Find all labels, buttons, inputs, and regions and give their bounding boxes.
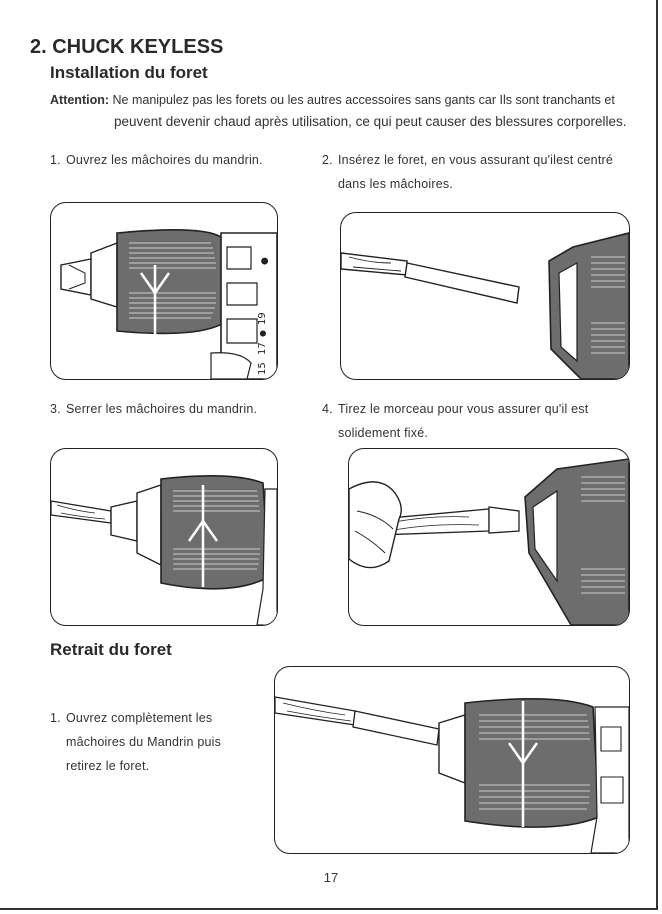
illustration-tighten-chuck (50, 448, 278, 626)
illustration-pull-bit (348, 448, 630, 626)
step-3: 3. Serrer les mâchoires du mandrin. (50, 397, 300, 421)
step-2-text-2: dans les mâchoires. (338, 177, 453, 191)
step-2-text-1: Insérez le foret, en vous assurant qu'il… (338, 153, 614, 167)
page-number: 17 (323, 870, 339, 885)
pull-bit-drawing (349, 458, 629, 625)
remove-bit-drawing (275, 696, 629, 853)
step-3-text: Serrer les mâchoires du mandrin. (66, 402, 258, 416)
removal-title: Retrait du foret (50, 640, 172, 659)
removal-step-text-2: mâchoires du Mandrin puis (66, 735, 222, 749)
step-2: 2. Insérez le foret, en vous assurant qu… (322, 148, 642, 196)
section-title: 2. CHUCK KEYLESS (30, 36, 224, 58)
step-4-text-2: solidement fixé. (338, 426, 429, 440)
step-1: 1. Ouvrez les mâchoires du mandrin. (50, 148, 300, 172)
removal-step-text-3: retirez le foret. (66, 759, 150, 773)
attention-line1: Ne manipulez pas les forets ou les autre… (112, 93, 615, 107)
attention-note: Attention: Ne manipulez pas les forets o… (50, 90, 640, 132)
tighten-chuck-drawing (51, 475, 277, 625)
step-4-text-1: Tirez le morceau pour vous assurer qu'il… (338, 402, 589, 416)
removal-step-1: 1. Ouvrez complètement les mâchoires du … (50, 706, 260, 778)
removal-step-text-1: Ouvrez complètement les (66, 711, 213, 725)
install-title: Installation du foret (50, 63, 208, 82)
attention-label: Attention: (50, 93, 110, 107)
illustration-remove-bit (274, 666, 630, 854)
collar-mark-17: 17 (257, 342, 268, 355)
open-chuck-drawing: ● 19 ● 17 15 (60, 229, 277, 379)
illustration-open-chuck: ● 19 ● 17 15 (50, 202, 278, 380)
illustration-insert-bit (340, 212, 630, 380)
step-1-text: Ouvrez les mâchoires du mandrin. (66, 153, 263, 167)
collar-mark-19: 19 (257, 312, 268, 325)
svg-text:●: ● (260, 257, 270, 265)
svg-text:●: ● (258, 330, 267, 337)
insert-bit-drawing (341, 232, 629, 379)
collar-mark-15: 15 (257, 362, 268, 375)
step-4: 4. Tirez le morceau pour vous assurer qu… (322, 397, 642, 445)
attention-line2: peuvent devenir chaud après utilisation,… (114, 114, 627, 129)
